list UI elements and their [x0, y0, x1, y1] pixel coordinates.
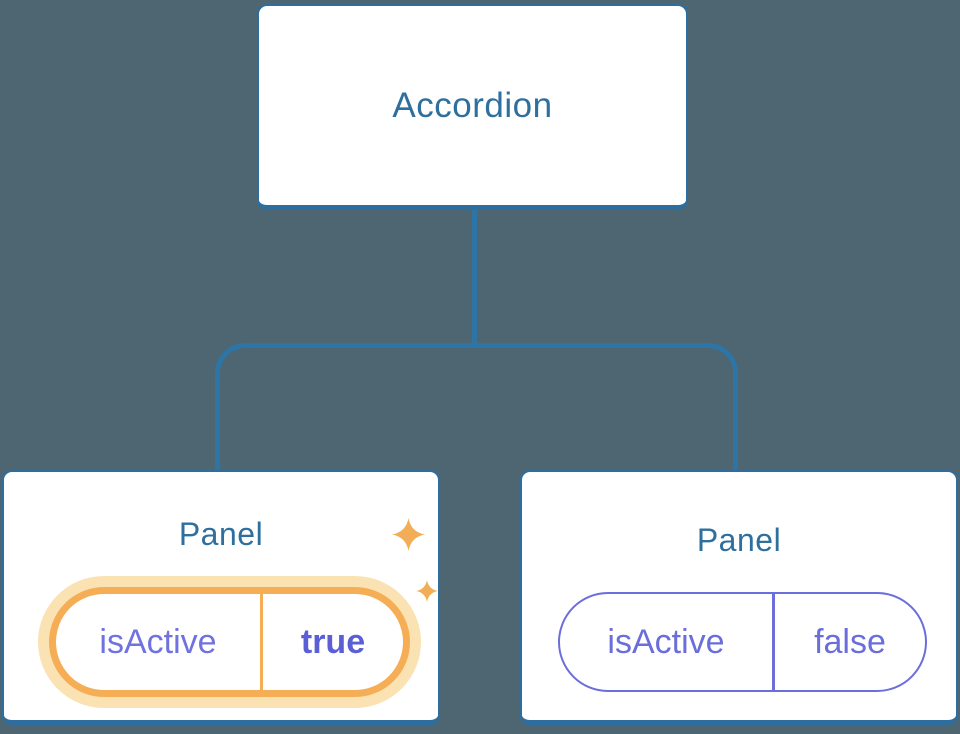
accordion-node-label: Accordion — [392, 85, 553, 125]
accordion-node: Accordion — [257, 4, 688, 210]
prop-value-label: false — [814, 622, 886, 661]
prop-value-cell: false — [775, 594, 925, 690]
panel-node-inactive: Panel isActive false — [520, 470, 958, 725]
prop-value-label: true — [300, 622, 366, 661]
panel-title: Panel — [178, 516, 264, 552]
pill-divider — [260, 594, 263, 690]
sparkle-small-icon — [416, 580, 438, 602]
prop-name-label: isActive — [607, 622, 725, 661]
prop-name-cell: isActive — [56, 594, 260, 690]
state-pill-inactive: isActive false — [558, 592, 927, 692]
connector-branch — [215, 343, 738, 473]
panel-node-active: Panel isActive true — [2, 470, 440, 725]
prop-name-cell: isActive — [560, 594, 772, 690]
prop-value-cell: true — [263, 594, 403, 690]
panel-title: Panel — [696, 522, 782, 558]
prop-name-label: isActive — [99, 622, 217, 661]
sparkle-large-icon — [392, 518, 425, 551]
state-pill-active: isActive true — [49, 587, 410, 697]
connector-stem — [472, 210, 477, 347]
pill-divider — [772, 594, 775, 690]
